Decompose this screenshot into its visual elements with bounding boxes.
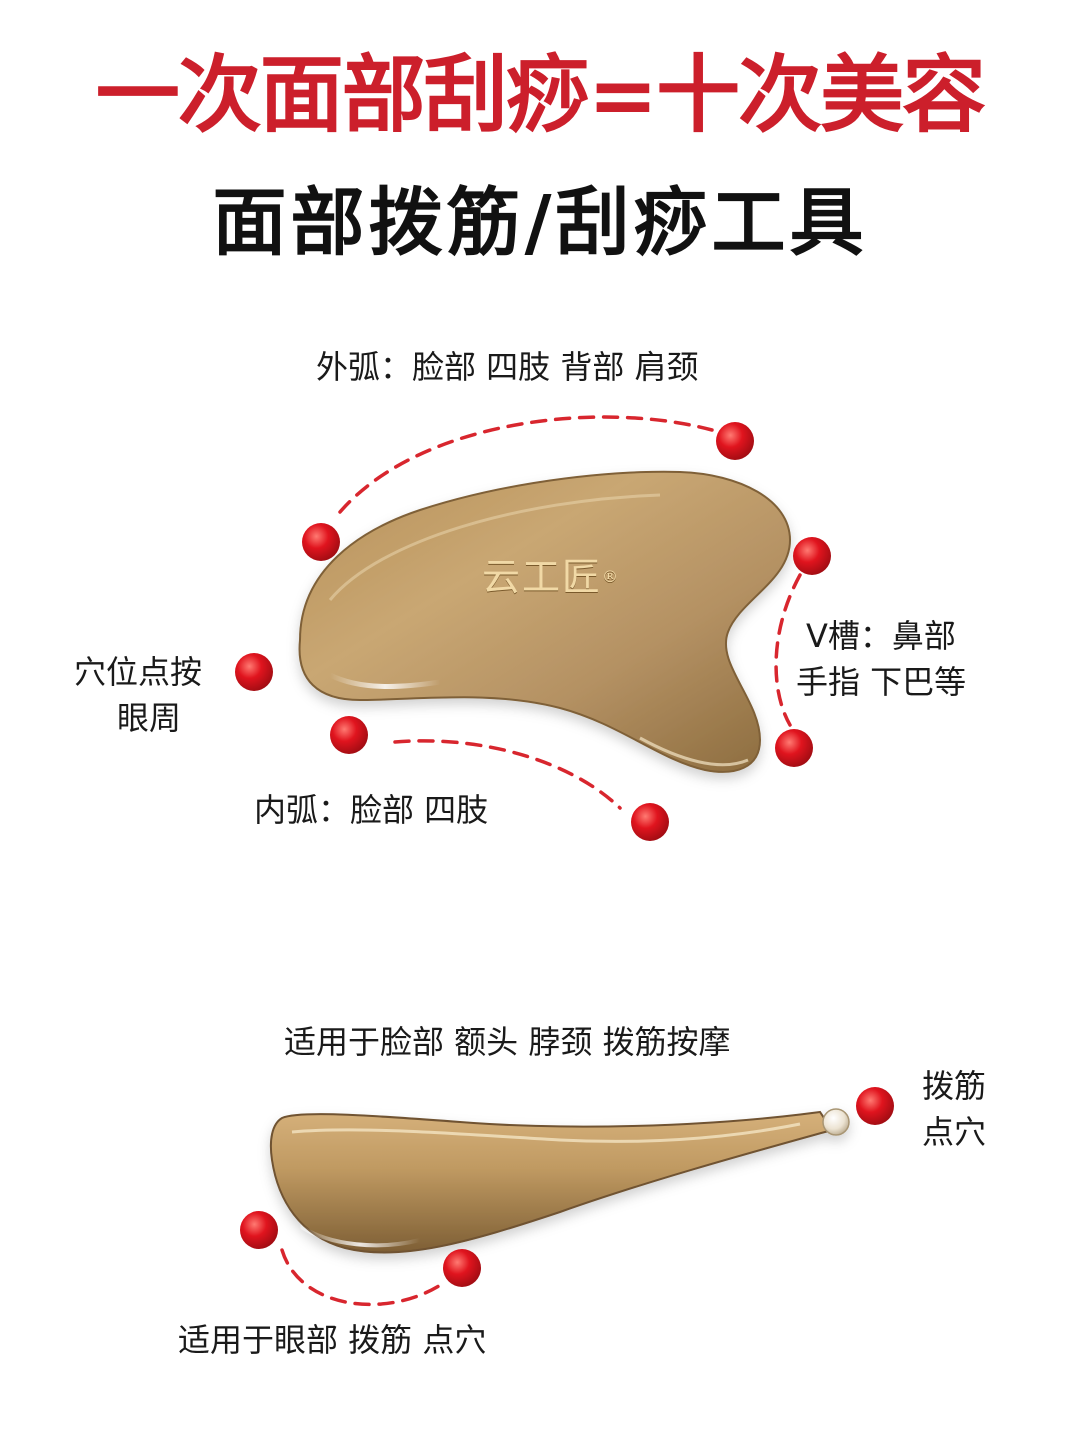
acupoint-label-line1: 穴位点按 [74,653,203,691]
marker-inner-arc-start [330,716,368,754]
brand-logo: 云工匠® [482,555,621,599]
page-subtitle: 面部拨筋/刮痧工具 [212,180,868,266]
stick-bottom-label: 适用于眼部 拨筋 点穴 [178,1321,487,1359]
guide-lines-stick [280,1248,447,1307]
v-groove-label-line2: 手指 下巴等 [796,663,967,701]
marker-outer-arc-start [302,523,340,561]
inner-arc-label: 内弧：脸部 四肢 [254,791,489,829]
inner-arc-guide [393,739,622,810]
outer-arc-label: 外弧：脸部 四肢 背部 肩颈 [316,348,699,386]
pearl-tip [822,1108,850,1136]
v-groove-label-line1: V槽：鼻部 [806,617,956,655]
marker-acupoint [235,653,273,691]
stick-top-label: 适用于脸部 额头 脖颈 拨筋按摩 [284,1023,731,1061]
outer-arc-guide [338,415,714,514]
v-groove-guide [774,573,802,727]
stick-tip-label-line2: 点穴 [922,1113,987,1151]
marker-tip [856,1087,894,1125]
marker-v-groove-bottom [775,729,813,767]
acupoint-label-line2: 眼周 [116,699,181,737]
marker-eye-start [240,1211,278,1249]
registered-mark: ® [602,567,621,586]
markers-stick [240,1087,894,1287]
stick-tip-label-line1: 拨筋 [922,1067,987,1105]
markers-board [235,422,831,841]
marker-outer-arc-end [716,422,754,460]
page-title: 一次面部刮痧=十次美容 [95,46,986,144]
eye-area-guide [280,1248,447,1307]
marker-inner-arc-end [631,803,669,841]
gua-sha-board [298,470,792,773]
marker-eye-end [443,1249,481,1287]
marker-v-groove-top [793,537,831,575]
guide-lines-board [338,415,802,810]
gua-sha-stick [269,1108,850,1254]
